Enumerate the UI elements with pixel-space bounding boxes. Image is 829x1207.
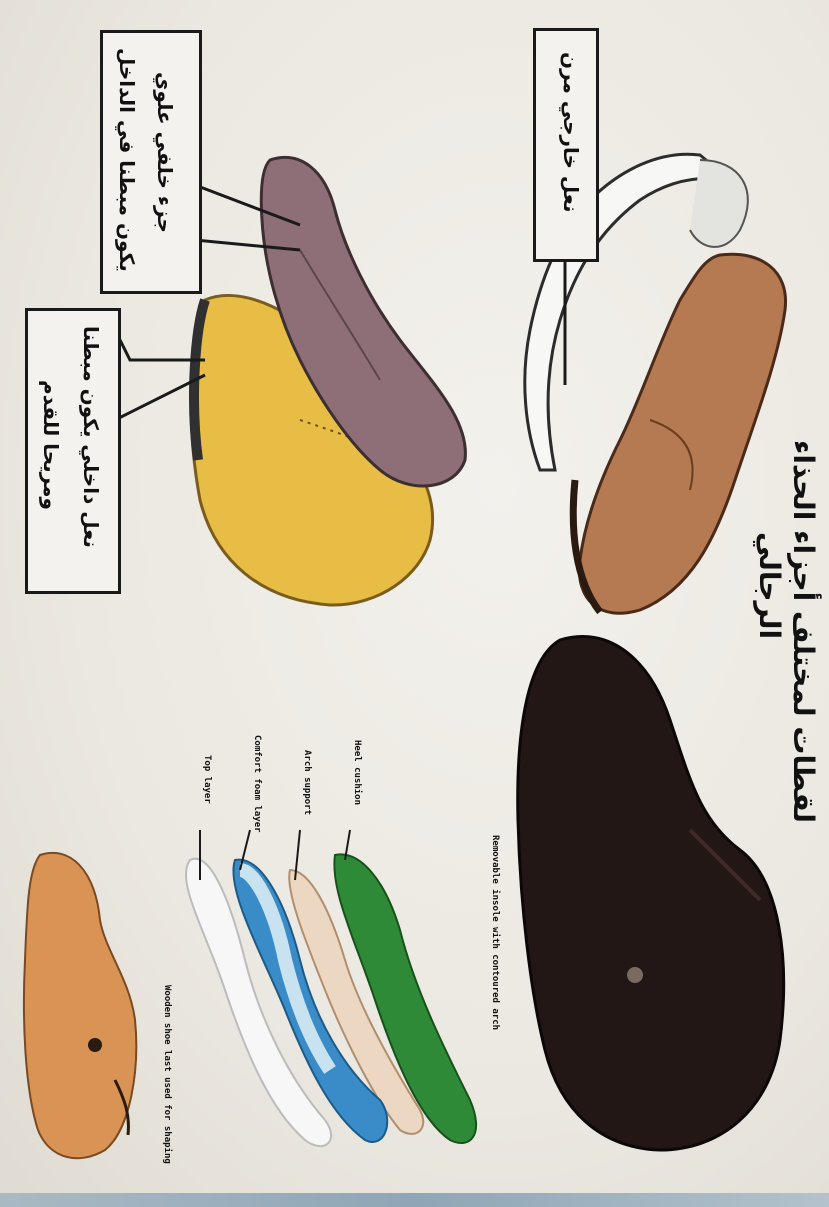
insole-leader-lines [200,830,350,880]
insole-label-4: Heel cushion [352,740,362,805]
black-shoe-illustration [518,637,784,1150]
callout-upper-line1: جزء خلفي علوي [152,72,178,233]
page-heading-line2: الرجالي [752,532,786,639]
insole-label-3: Arch support [302,750,312,815]
callout-insole-line2: ومريحا للقدم [38,380,64,510]
insole-label-2: Comfort foam layer [252,735,262,833]
insole-label-5: Removable insole with contoured arch [490,835,500,1030]
callout-insole-line1: نعل داخلي يكون مبطنا [78,326,104,548]
bottom-edge-strip [0,1193,829,1207]
page-heading-line1: لقطات لمختلف أجزاء الحذاء [786,440,820,823]
callout-upper-line2: يكون مبطنا في الداخل [114,48,140,272]
last-label: Wooden shoe last used for shaping [162,985,172,1164]
wooden-last-illustration [24,853,136,1158]
insoles-illustration [186,854,476,1146]
callout-sole-line1: نعل خارجي مرن [558,52,584,213]
insole-label-1: Top layer [202,755,212,804]
